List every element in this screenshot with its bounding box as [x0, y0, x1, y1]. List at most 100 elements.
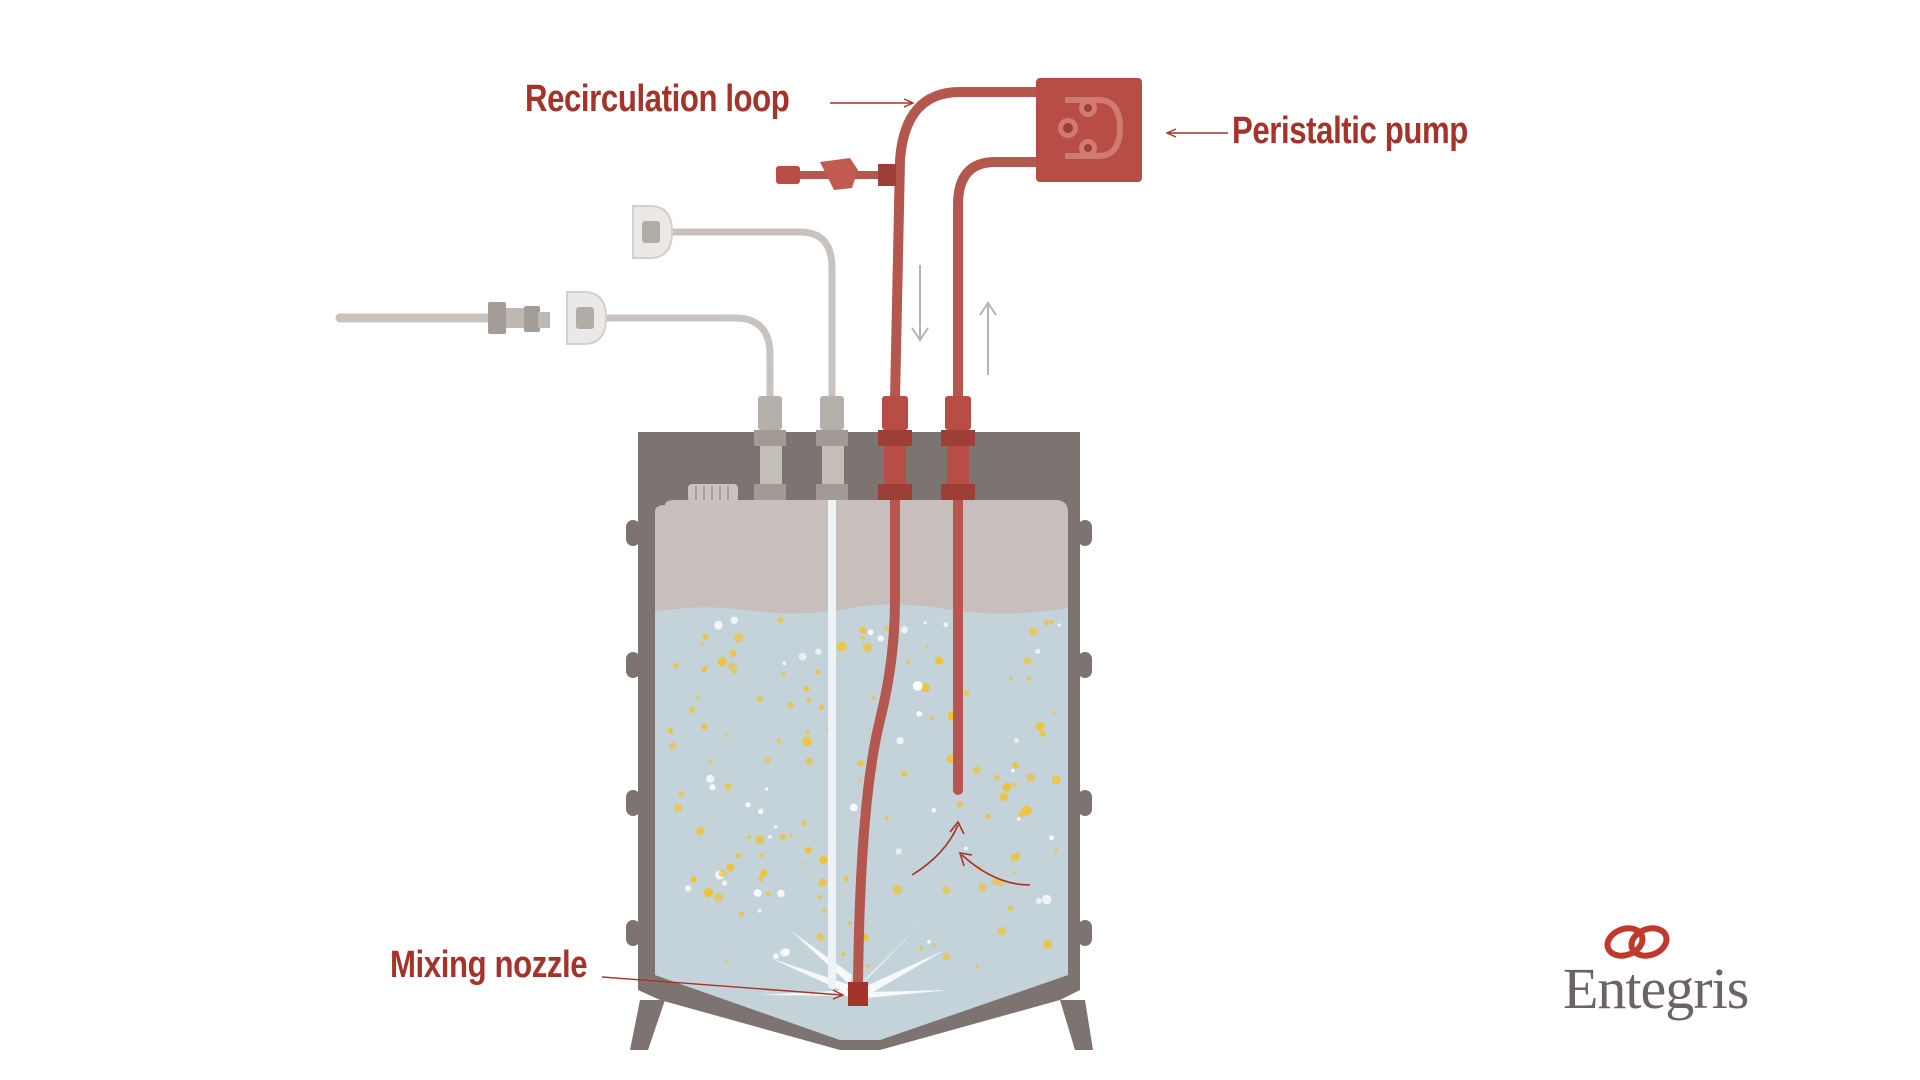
particle — [885, 816, 889, 821]
particle — [757, 908, 762, 913]
particle — [978, 882, 987, 892]
particle — [725, 958, 729, 963]
particle — [1049, 835, 1054, 841]
particle — [782, 661, 787, 666]
particle — [1011, 768, 1015, 773]
particle — [765, 787, 769, 791]
red-port-fittings — [878, 396, 975, 500]
particle — [943, 622, 949, 628]
particle — [1014, 738, 1019, 743]
particle — [730, 616, 738, 624]
particle — [701, 666, 707, 673]
particle — [724, 783, 732, 791]
particle — [956, 801, 964, 808]
particle — [1039, 730, 1046, 737]
particle — [1054, 848, 1059, 853]
particle — [758, 876, 764, 882]
gray-tubing — [335, 228, 836, 989]
particle — [669, 742, 677, 750]
particle — [753, 889, 762, 897]
particle — [789, 833, 793, 838]
particle — [1002, 782, 1012, 792]
particle — [857, 760, 864, 767]
particle — [931, 943, 937, 948]
particle — [1018, 810, 1025, 818]
particle — [779, 833, 787, 841]
particle — [708, 759, 714, 764]
particle — [695, 695, 700, 700]
particle — [678, 790, 685, 798]
particle — [805, 757, 813, 766]
particle — [1026, 773, 1036, 782]
particle — [818, 878, 827, 887]
particle — [700, 641, 705, 647]
particle — [805, 730, 810, 735]
particle — [1036, 898, 1042, 904]
particle — [1057, 623, 1061, 627]
particle — [867, 964, 871, 968]
particle — [777, 616, 784, 624]
valve-icon — [776, 158, 900, 190]
leader-lines — [601, 98, 1228, 1000]
particle — [728, 662, 737, 672]
particle — [1035, 648, 1041, 654]
flow-arrow-icon — [911, 265, 997, 375]
particle — [725, 733, 730, 738]
particle — [709, 784, 716, 791]
particle — [931, 808, 937, 813]
particle — [733, 632, 744, 643]
particle — [1012, 762, 1019, 769]
particle — [765, 891, 771, 896]
particle — [817, 894, 822, 899]
particle — [860, 635, 866, 641]
particle — [1010, 853, 1019, 862]
peristaltic-pump-label: Peristaltic pump — [1232, 110, 1468, 152]
particle — [688, 706, 696, 714]
particle — [871, 696, 876, 701]
particle — [999, 792, 1009, 802]
particle — [1035, 721, 1045, 731]
particle — [901, 771, 907, 777]
particle — [849, 803, 858, 812]
particle — [963, 690, 970, 696]
particle — [921, 683, 930, 693]
entegris-logo: Entegris — [1545, 908, 1765, 1028]
particle — [814, 669, 821, 675]
particle — [1007, 905, 1014, 911]
particle — [702, 633, 709, 640]
particle — [701, 723, 708, 730]
particle — [972, 766, 981, 775]
particle — [858, 779, 862, 782]
particle — [935, 656, 944, 665]
particle — [859, 626, 867, 634]
particle — [919, 946, 923, 951]
particle — [916, 711, 923, 717]
particle — [900, 626, 908, 634]
particle — [843, 875, 849, 882]
particle — [819, 856, 828, 865]
particle — [1009, 677, 1013, 680]
particle — [991, 877, 1000, 886]
particle — [862, 642, 873, 653]
gray-connectors — [488, 205, 848, 500]
particle — [690, 876, 697, 883]
particles — [668, 616, 1061, 969]
particle — [1012, 782, 1018, 787]
particle — [705, 665, 709, 669]
peristaltic-pump-icon — [1036, 78, 1142, 182]
particle — [802, 736, 813, 747]
particle — [975, 965, 979, 969]
particle — [997, 926, 1006, 936]
particle — [1041, 894, 1052, 905]
particle — [806, 698, 812, 704]
particle — [1050, 620, 1054, 624]
particle — [847, 921, 852, 925]
particle — [777, 889, 785, 898]
particle — [801, 820, 807, 826]
particle — [942, 886, 951, 895]
particle — [964, 846, 968, 851]
mixing-nozzle-label: Mixing nozzle — [390, 944, 588, 986]
particle — [714, 621, 723, 630]
particle — [925, 644, 929, 648]
